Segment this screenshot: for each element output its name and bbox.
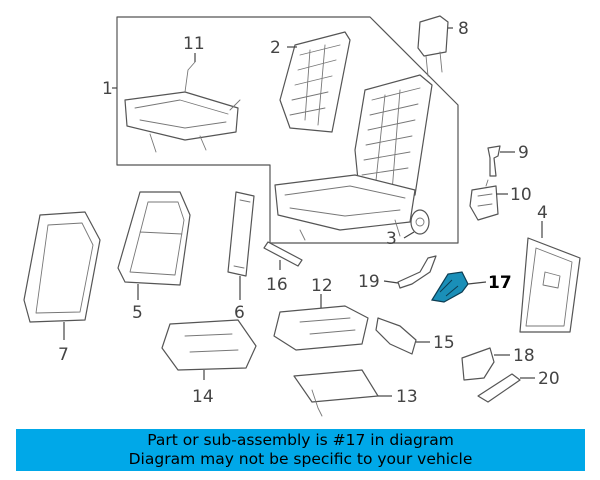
part-16-bracket	[263, 241, 303, 267]
leader-lines	[63, 27, 543, 397]
info-banner: Part or sub-assembly is #17 in diagram D…	[16, 429, 585, 471]
part-6-side-shield	[227, 191, 255, 277]
callout-15: 15	[433, 333, 455, 353]
part-20-tube	[477, 373, 521, 403]
assembly-group-outline	[116, 16, 459, 244]
part-9-guide	[487, 145, 501, 177]
part-2-seatback-frame	[279, 31, 351, 133]
banner-line-2: Diagram may not be specific to your vehi…	[128, 450, 473, 468]
banner-line-1: Part or sub-assembly is #17 in diagram	[147, 431, 454, 449]
callout-4: 4	[537, 203, 548, 223]
callout-6: 6	[234, 303, 245, 323]
callout-2: 2	[270, 38, 281, 58]
part-17-highlighted	[431, 271, 469, 303]
callout-20: 20	[538, 369, 560, 389]
callout-16: 16	[266, 275, 288, 295]
part-12-cushion-pad	[273, 305, 369, 351]
part-10-lock	[469, 179, 499, 221]
part-18-cover	[461, 347, 495, 381]
part-8-headrest	[417, 15, 449, 77]
part-11-cushion-frame	[124, 61, 241, 153]
part-13-mat	[293, 369, 379, 417]
callout-18: 18	[513, 346, 535, 366]
part-14-cushion-cover	[161, 319, 257, 371]
callout-12: 12	[311, 276, 333, 296]
callout-9: 9	[518, 143, 529, 163]
callout-5: 5	[132, 303, 143, 323]
callout-10: 10	[510, 185, 532, 205]
callout-8: 8	[458, 19, 469, 39]
part-3-recliner	[410, 209, 430, 235]
callout-17: 17	[488, 273, 512, 293]
seat-frame-assembly	[274, 74, 433, 241]
part-4-rear-panel	[519, 237, 581, 333]
part-7-seatback-cover	[23, 211, 101, 323]
callout-19: 19	[358, 272, 380, 292]
part-5-seatback-pad	[117, 191, 191, 286]
callout-13: 13	[396, 387, 418, 407]
diagram-canvas: 1 2 3 4 5 6 7 8 9 10 11 12 13 14 15 16 1…	[23, 15, 581, 417]
callout-14: 14	[192, 387, 214, 407]
callout-11: 11	[183, 34, 205, 54]
part-19-cable	[397, 255, 437, 289]
callout-3: 3	[386, 229, 397, 249]
callout-1: 1	[102, 79, 113, 99]
callout-7: 7	[58, 345, 69, 365]
part-15-trim	[375, 317, 417, 355]
